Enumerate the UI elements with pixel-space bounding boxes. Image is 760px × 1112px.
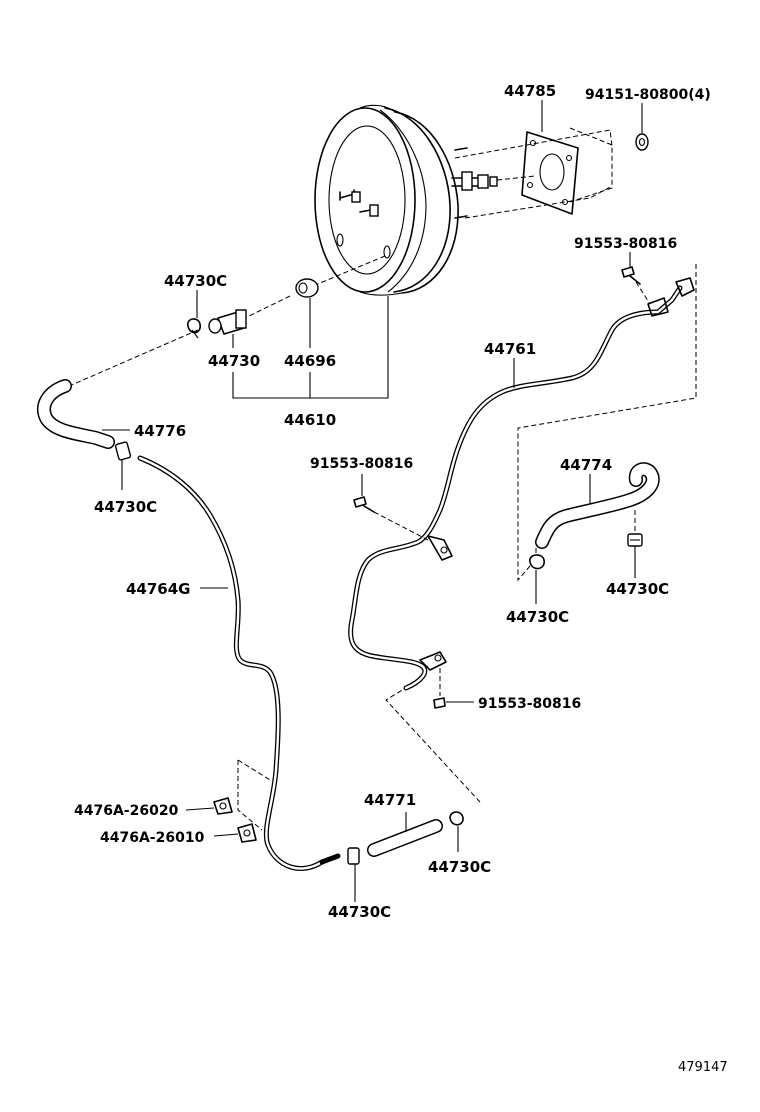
diagram-code: 479147 [678,1060,728,1075]
label-44730C-e: 44730C [428,858,491,876]
label-44730C-f: 44730C [328,903,391,921]
label-44764G: 44764G [126,580,191,598]
gasket-plate[interactable] [521,131,579,215]
check-valve[interactable] [208,309,247,335]
vacuum-hose-44776[interactable] [37,379,115,449]
vacuum-pipe-44761[interactable] [348,277,695,691]
label-94151-80800: 94151-80800(4) [585,87,711,103]
label-44771: 44771 [364,791,416,809]
label-44730C-d: 44730C [506,608,569,626]
pipe-clamp-4476A-26020[interactable] [213,797,233,815]
vacuum-hose-44771[interactable] [367,819,443,857]
label-91553-mid: 91553-80816 [310,456,413,472]
label-4476A-26020: 4476A-26020 [74,803,179,819]
bolt-91553-top[interactable] [621,266,641,285]
pipe-clamp-4476A-26010[interactable] [237,823,257,843]
label-44785: 44785 [504,82,556,100]
label-4476A-26010: 4476A-26010 [100,830,205,846]
label-91553-low: 91553-80816 [478,696,581,712]
vacuum-hose-44774[interactable] [535,462,660,549]
brake-booster[interactable] [314,104,498,296]
label-44774: 44774 [560,456,612,474]
label-44610: 44610 [284,411,336,429]
grommet[interactable] [295,278,319,298]
hose-clip-44730C-e[interactable] [347,847,360,865]
label-44730C-c: 44730C [606,580,669,598]
label-44730C-b: 44730C [94,498,157,516]
label-44730: 44730 [208,352,260,370]
label-91553-top: 91553-80816 [574,236,677,252]
hose-clip-44730C-b[interactable] [114,441,132,461]
label-44730C-a: 44730C [164,272,227,290]
hose-clip-44730C-c[interactable] [529,554,545,570]
vacuum-pipe-44764G[interactable] [137,455,341,871]
hose-clip-44730C-a[interactable] [187,318,201,339]
hose-clip-44730C-f[interactable] [449,811,464,826]
bolt-91553-mid[interactable] [353,496,375,513]
label-44776: 44776 [134,422,186,440]
label-44696: 44696 [284,352,336,370]
bolt-91553-low[interactable] [433,697,446,709]
nut[interactable] [635,133,649,151]
hose-clip-44730C-d[interactable] [627,533,643,547]
label-44761: 44761 [484,340,536,358]
